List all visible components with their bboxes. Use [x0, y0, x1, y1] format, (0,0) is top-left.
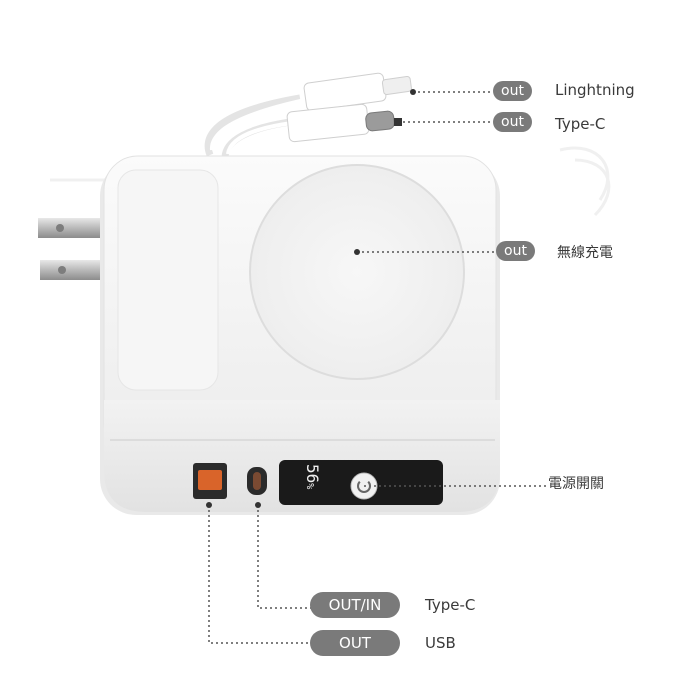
port-usb-label: USB: [425, 634, 456, 652]
battery-readout: 56%: [292, 464, 322, 504]
wireless-charging-pad: [249, 164, 465, 380]
wireless-label: 無線充電: [557, 245, 613, 261]
battery-percent-value: 56: [303, 464, 322, 484]
port-type-c-label: Type-C: [425, 596, 476, 614]
type-c-cable-label: Type-C: [555, 115, 606, 133]
port-type-c-tag: OUT/IN: [310, 592, 400, 618]
lightning-cable: [204, 72, 412, 157]
power-switch-label: 電源開關: [548, 476, 604, 492]
usb-a-port: [193, 463, 227, 499]
leader-port-usb: [208, 505, 314, 644]
battery-percent-unit: %: [304, 483, 315, 490]
usb-c-port: [247, 467, 267, 495]
wireless-tag: out: [496, 241, 535, 261]
type-c-cable: [221, 103, 395, 159]
callout-leader-lines: [208, 91, 546, 644]
power-icon: [357, 479, 371, 493]
leader-endpoints: [206, 89, 416, 508]
lightning-tag: out: [493, 81, 532, 101]
type-c-cable-tag: out: [493, 112, 532, 132]
leader-port-type-c: [257, 505, 314, 609]
port-usb-tag: OUT: [310, 630, 400, 656]
lightning-label: Linghtning: [555, 81, 635, 99]
